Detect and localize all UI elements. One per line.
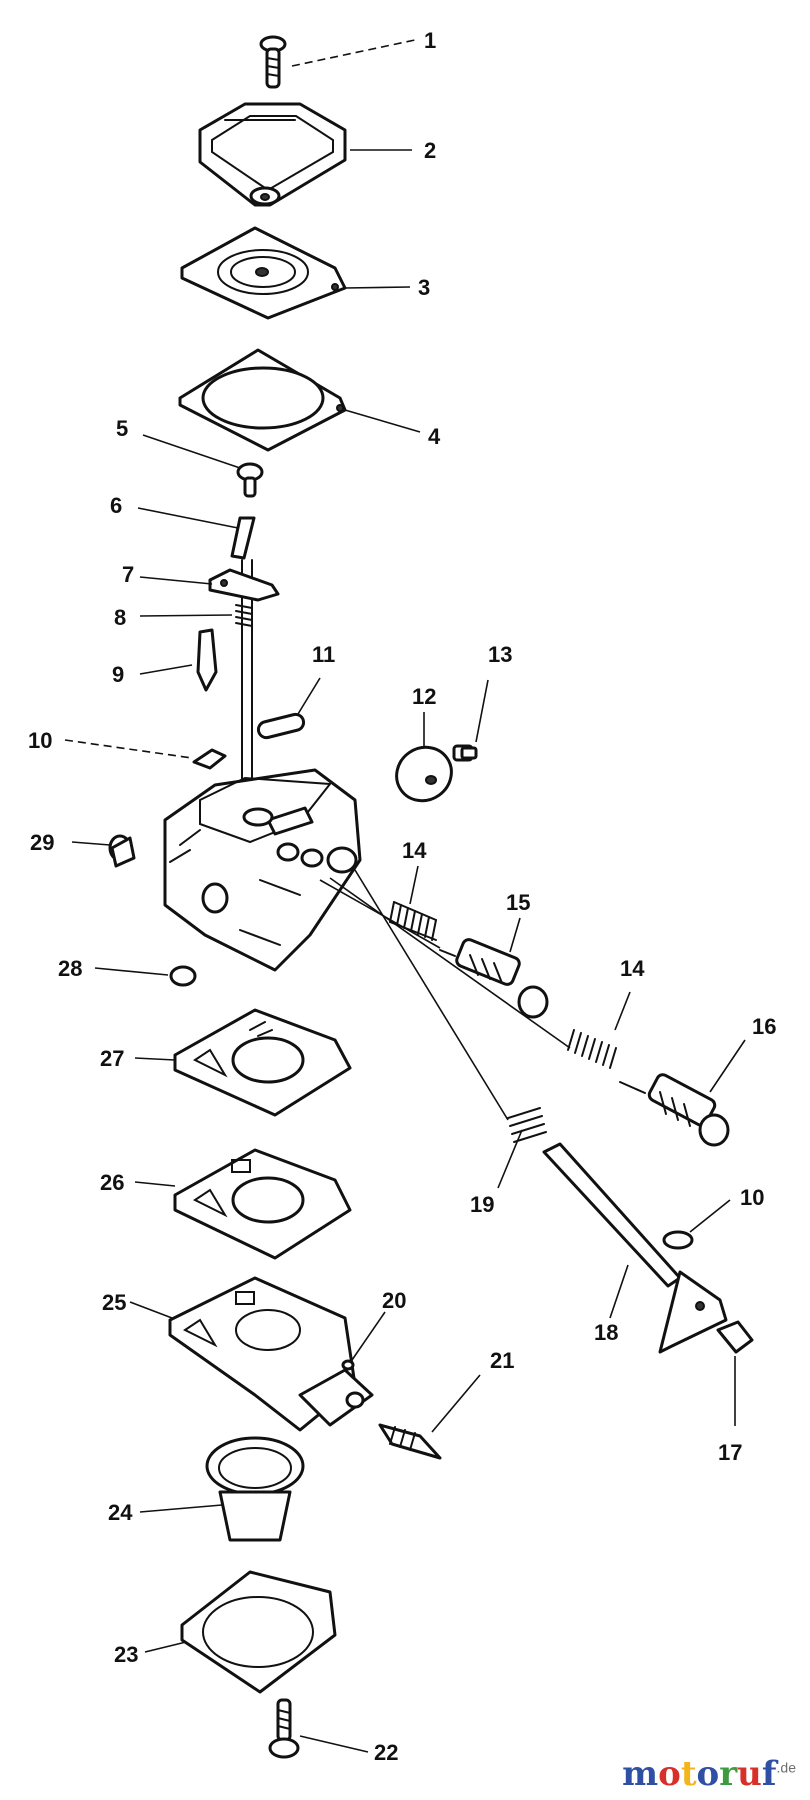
callout-25: 25 <box>102 1290 126 1315</box>
part-17-screw <box>716 1320 754 1354</box>
carburetor-body <box>108 768 362 972</box>
callout-10-lower: 10 <box>740 1185 764 1210</box>
logo-letter: r <box>719 1754 738 1794</box>
callout-14-lower: 14 <box>620 956 645 981</box>
part-28-plug <box>169 965 197 987</box>
callout-20: 20 <box>382 1288 406 1313</box>
logo-letter: m <box>622 1754 659 1794</box>
part-2-cover <box>198 102 347 207</box>
callout-23: 23 <box>114 1642 138 1667</box>
logo-letter: t <box>680 1754 697 1794</box>
callout-6: 6 <box>110 493 122 518</box>
callout-18: 18 <box>594 1320 618 1345</box>
callout-22: 22 <box>374 1740 398 1765</box>
part-21-screw <box>378 1423 442 1460</box>
part-15-adjusting-needle <box>439 938 549 1019</box>
part-18-throttle-shaft <box>542 1142 728 1354</box>
part-3-diaphragm <box>180 226 347 320</box>
part-13-screw <box>452 744 478 762</box>
callout-9: 9 <box>112 662 124 687</box>
part-10-washer-upper <box>192 748 227 770</box>
part-16-adjusting-needle <box>619 1073 730 1147</box>
part-14-spring-lower <box>567 1029 617 1069</box>
part-7-lever <box>208 568 280 602</box>
part-4-gasket <box>178 348 347 452</box>
callout-13: 13 <box>488 642 512 667</box>
part-29-plug <box>110 836 136 868</box>
part-14-spring-upper <box>389 901 437 941</box>
part-22-screw <box>268 1698 300 1759</box>
callout-labels: 1 2 3 4 5 6 7 8 9 10 11 12 13 14 15 14 1… <box>28 28 776 1765</box>
logo-letter: o <box>696 1754 720 1794</box>
callout-1: 1 <box>424 28 436 53</box>
callout-15: 15 <box>506 890 530 915</box>
callout-19: 19 <box>470 1192 494 1217</box>
callout-2: 2 <box>424 138 436 163</box>
part-20-valve <box>341 1359 355 1371</box>
callout-26: 26 <box>100 1170 124 1195</box>
callout-10-upper: 10 <box>28 728 52 753</box>
part-26-gasket <box>173 1148 352 1260</box>
part-25-pump-body <box>168 1276 374 1432</box>
motoruf-logo: motoruf.de <box>622 1754 796 1794</box>
part-12-disc <box>395 745 453 803</box>
callout-8: 8 <box>114 605 126 630</box>
callout-21: 21 <box>490 1348 514 1373</box>
callout-14-upper: 14 <box>402 838 427 863</box>
callout-7: 7 <box>122 562 134 587</box>
part-10-washer-lower <box>662 1230 694 1250</box>
callout-5: 5 <box>116 416 128 441</box>
callout-24: 24 <box>108 1500 133 1525</box>
logo-suffix: .de <box>776 1759 796 1776</box>
part-23-bottom-cover <box>180 1570 337 1694</box>
leader-lines <box>64 39 746 1753</box>
callout-27: 27 <box>100 1046 124 1071</box>
part-19-spring <box>507 1107 547 1143</box>
part-9-needle <box>196 628 218 692</box>
part-24-pump-cup <box>205 1436 305 1542</box>
callout-16: 16 <box>752 1014 776 1039</box>
part-6-pin <box>230 516 256 560</box>
part-1-screw <box>259 35 287 89</box>
callout-12: 12 <box>412 684 436 709</box>
part-5-screw <box>236 462 264 498</box>
callout-4: 4 <box>428 424 441 449</box>
logo-letter: u <box>737 1754 762 1794</box>
callout-11: 11 <box>312 642 335 667</box>
callout-17: 17 <box>718 1440 742 1465</box>
logo-letter: o <box>658 1754 681 1794</box>
callout-3: 3 <box>418 275 430 300</box>
callout-29: 29 <box>30 830 54 855</box>
logo-letter: f <box>761 1754 777 1794</box>
part-27-gasket <box>173 1008 352 1117</box>
part-8-spring <box>235 604 253 627</box>
part-11-oval-gasket <box>256 712 306 740</box>
callout-28: 28 <box>58 956 82 981</box>
